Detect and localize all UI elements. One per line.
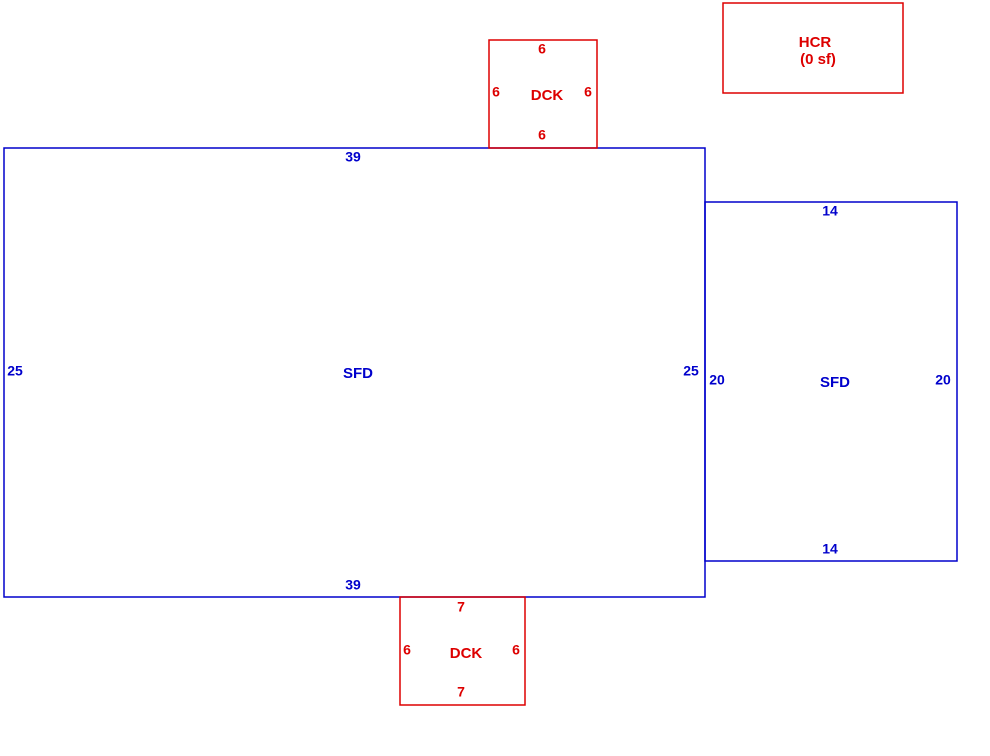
bottom-deck-label: DCK bbox=[450, 645, 483, 662]
bottom-deck-left-dimension: 6 bbox=[403, 642, 411, 658]
side-sfd-area[interactable]: SFD 14 14 20 20 bbox=[704, 201, 958, 562]
hcr-area-value: (0 sf) bbox=[800, 51, 836, 68]
hcr-outline bbox=[722, 2, 904, 94]
main-sfd-top-dimension: 39 bbox=[345, 149, 361, 165]
top-deck-bottom-dimension: 6 bbox=[538, 127, 546, 143]
main-sfd-bottom-dimension: 39 bbox=[345, 577, 361, 593]
side-sfd-top-dimension: 14 bbox=[822, 203, 838, 219]
main-sfd-label: SFD bbox=[343, 365, 373, 382]
hcr-label: HCR bbox=[799, 34, 832, 51]
side-sfd-left-dimension: 20 bbox=[709, 372, 725, 388]
main-sfd-area[interactable]: SFD 39 39 25 25 bbox=[3, 147, 706, 598]
bottom-deck-area[interactable]: DCK 7 7 6 6 bbox=[399, 596, 526, 706]
main-sfd-left-dimension: 25 bbox=[7, 363, 23, 379]
bottom-deck-bottom-dimension: 7 bbox=[457, 684, 465, 700]
top-deck-area[interactable]: DCK 6 6 6 6 bbox=[488, 39, 598, 149]
side-sfd-outline bbox=[704, 201, 958, 562]
top-deck-label: DCK bbox=[531, 87, 564, 104]
side-sfd-label: SFD bbox=[820, 374, 850, 391]
main-sfd-right-dimension: 25 bbox=[683, 363, 699, 379]
bottom-deck-top-dimension: 7 bbox=[457, 599, 465, 615]
hcr-area[interactable]: HCR (0 sf) bbox=[722, 2, 904, 94]
bottom-deck-outline bbox=[399, 596, 526, 706]
top-deck-outline bbox=[488, 39, 598, 149]
top-deck-right-dimension: 6 bbox=[584, 84, 592, 100]
side-sfd-bottom-dimension: 14 bbox=[822, 541, 838, 557]
side-sfd-right-dimension: 20 bbox=[935, 372, 951, 388]
bottom-deck-right-dimension: 6 bbox=[512, 642, 520, 658]
top-deck-top-dimension: 6 bbox=[538, 41, 546, 57]
top-deck-left-dimension: 6 bbox=[492, 84, 500, 100]
